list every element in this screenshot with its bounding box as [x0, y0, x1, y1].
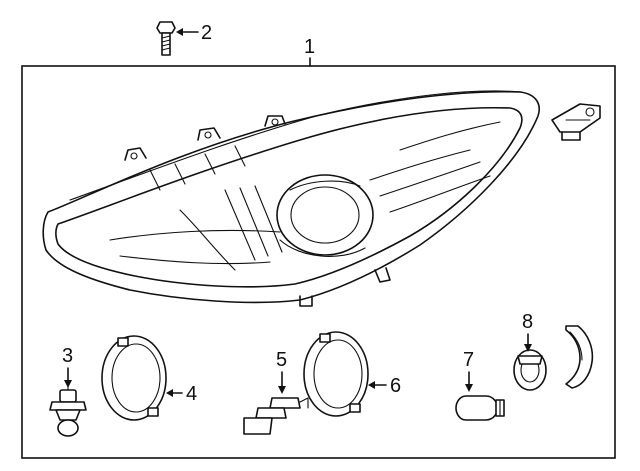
callout-8: 8 [522, 311, 533, 333]
assembly-frame [21, 65, 616, 459]
callout-4: 4 [186, 383, 197, 405]
headlamp-assembly-icon [42, 90, 540, 307]
bulb-cover-cap-icon [303, 331, 369, 417]
halogen-bulb-icon [243, 397, 309, 435]
bolt-icon [156, 21, 176, 56]
halogen-bulb-icon [49, 383, 87, 437]
arrow-2 [176, 28, 183, 36]
arrow-3 [64, 380, 72, 388]
mounting-bracket-icon [551, 103, 601, 141]
callout-1: 1 [304, 36, 315, 58]
arrow-7 [465, 384, 473, 392]
bulb-socket-icon [513, 325, 594, 391]
turn-signal-bulb-icon [455, 395, 505, 421]
callout-2: 2 [201, 22, 212, 44]
callout-3: 3 [62, 345, 73, 367]
callout-5: 5 [276, 349, 287, 371]
arrow-5 [278, 386, 286, 394]
bulb-cover-cap-icon [101, 335, 167, 421]
arrow-4 [166, 389, 173, 397]
arrow-6 [368, 381, 375, 389]
callout-6: 6 [390, 375, 401, 397]
callout-7: 7 [463, 349, 474, 371]
arrow-8 [524, 344, 532, 352]
